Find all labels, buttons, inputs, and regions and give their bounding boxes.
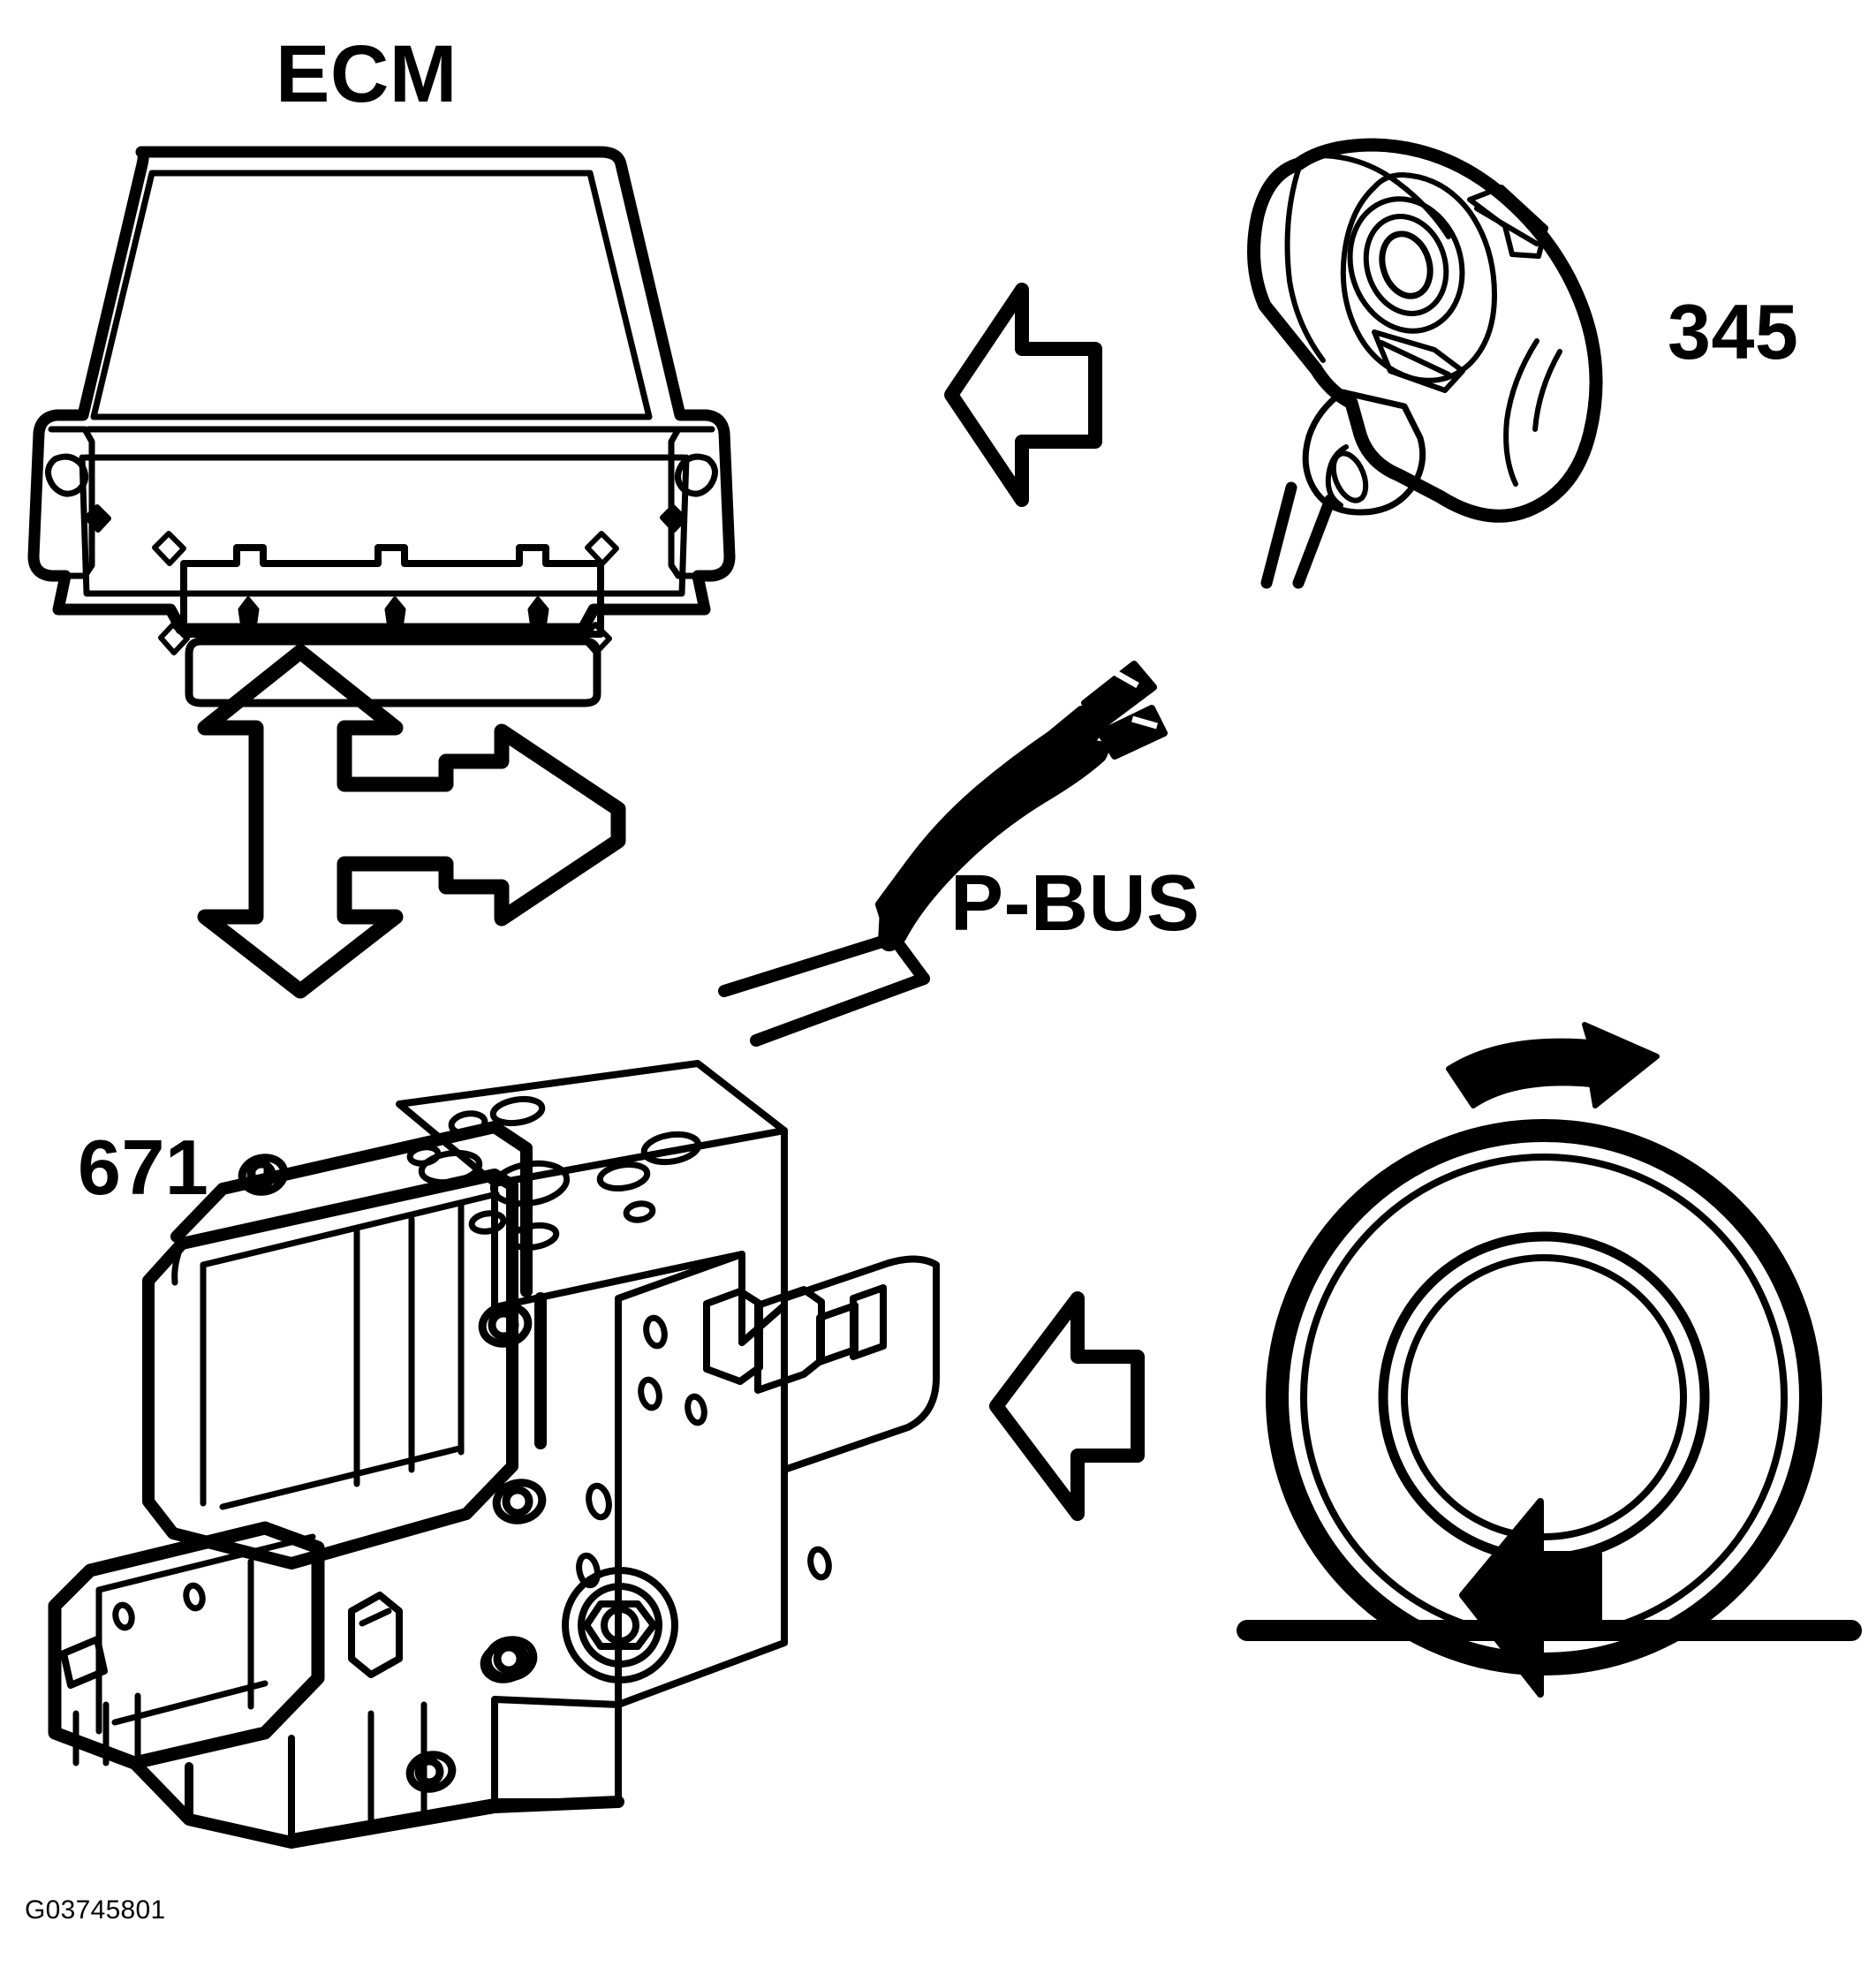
abs-modulator-illustration <box>48 1060 940 1849</box>
twisted-pair-wire-illustration <box>718 661 1168 1047</box>
figure-id-label: G03745801 <box>25 1895 166 1925</box>
ecm-label: ECM <box>276 29 458 119</box>
p-bus-label: P-BUS <box>950 859 1200 948</box>
ecm-box-illustration <box>27 146 736 707</box>
tire-rotation-arrow <box>1446 1022 1660 1108</box>
wheel-speed-sensor-illustration <box>1247 138 1603 589</box>
sensor-to-ecm-arrow <box>944 283 1102 507</box>
module-671-label: 671 <box>78 1123 209 1211</box>
sensor-345-label: 345 <box>1668 288 1799 375</box>
ecm-abs-pbus-arrow <box>197 644 626 999</box>
tire-with-rotation-arrow-illustration <box>1237 1022 1862 1698</box>
tire-to-abs-arrow <box>989 1291 1145 1521</box>
